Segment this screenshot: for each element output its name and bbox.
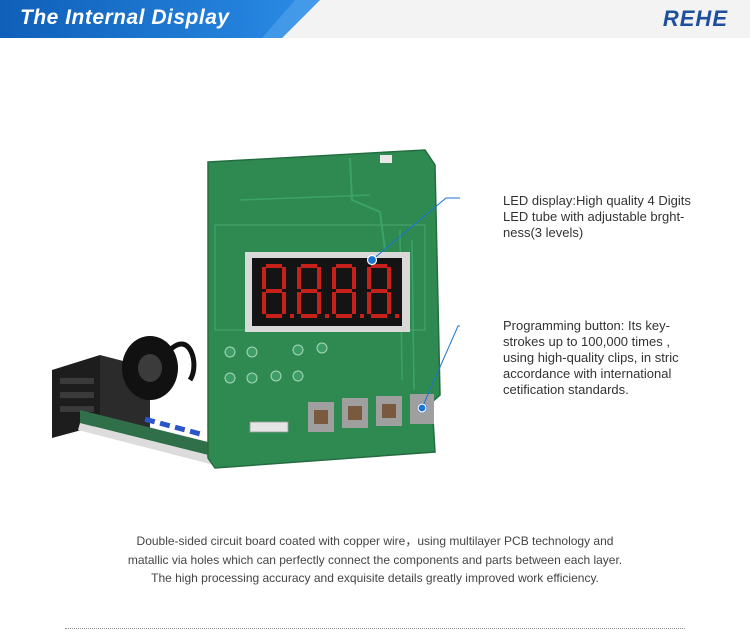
- description-caption: Double-sided circuit board coated with c…: [0, 532, 750, 588]
- header-title-band: [0, 0, 320, 38]
- callout-line: ness(3 levels): [503, 225, 584, 240]
- callout-programming-button: Programming button: Its key- strokes up …: [503, 318, 679, 398]
- callout-line: Programming button: Its key-: [503, 318, 670, 333]
- programming-buttons: [308, 394, 434, 432]
- caption-line: matallic via holes which can perfectly c…: [127, 552, 623, 567]
- callout-line: cetification standards.: [503, 382, 629, 397]
- circuit-board-photo: [52, 149, 460, 469]
- brand-logo: REHE: [662, 6, 728, 31]
- caption-line: The high processing accuracy and exquisi…: [151, 571, 599, 585]
- callout-line: LED tube with adjustable brght-: [503, 209, 685, 224]
- header-bar: The Internal Display REHE: [0, 0, 750, 38]
- callout-led-display: LED display:High quality 4 Digits LED tu…: [503, 193, 691, 241]
- callout-line-button: [421, 325, 460, 409]
- caption-line: Double-sided circuit board coated with c…: [136, 534, 614, 548]
- indicator-pads: [224, 342, 328, 384]
- callout-line: LED display:High quality 4 Digits: [503, 193, 691, 208]
- current-transformer: [122, 336, 197, 400]
- callout-line: accordance with international: [503, 366, 672, 381]
- led-tube: [245, 252, 410, 332]
- footer-divider: [65, 628, 685, 629]
- led-digits: [262, 264, 399, 318]
- callout-line-display: [371, 197, 460, 261]
- page-title: The Internal Display: [20, 6, 230, 29]
- callout-line: using high-quality clips, in stric: [503, 350, 679, 365]
- callout-line: strokes up to 100,000 times ,: [503, 334, 670, 349]
